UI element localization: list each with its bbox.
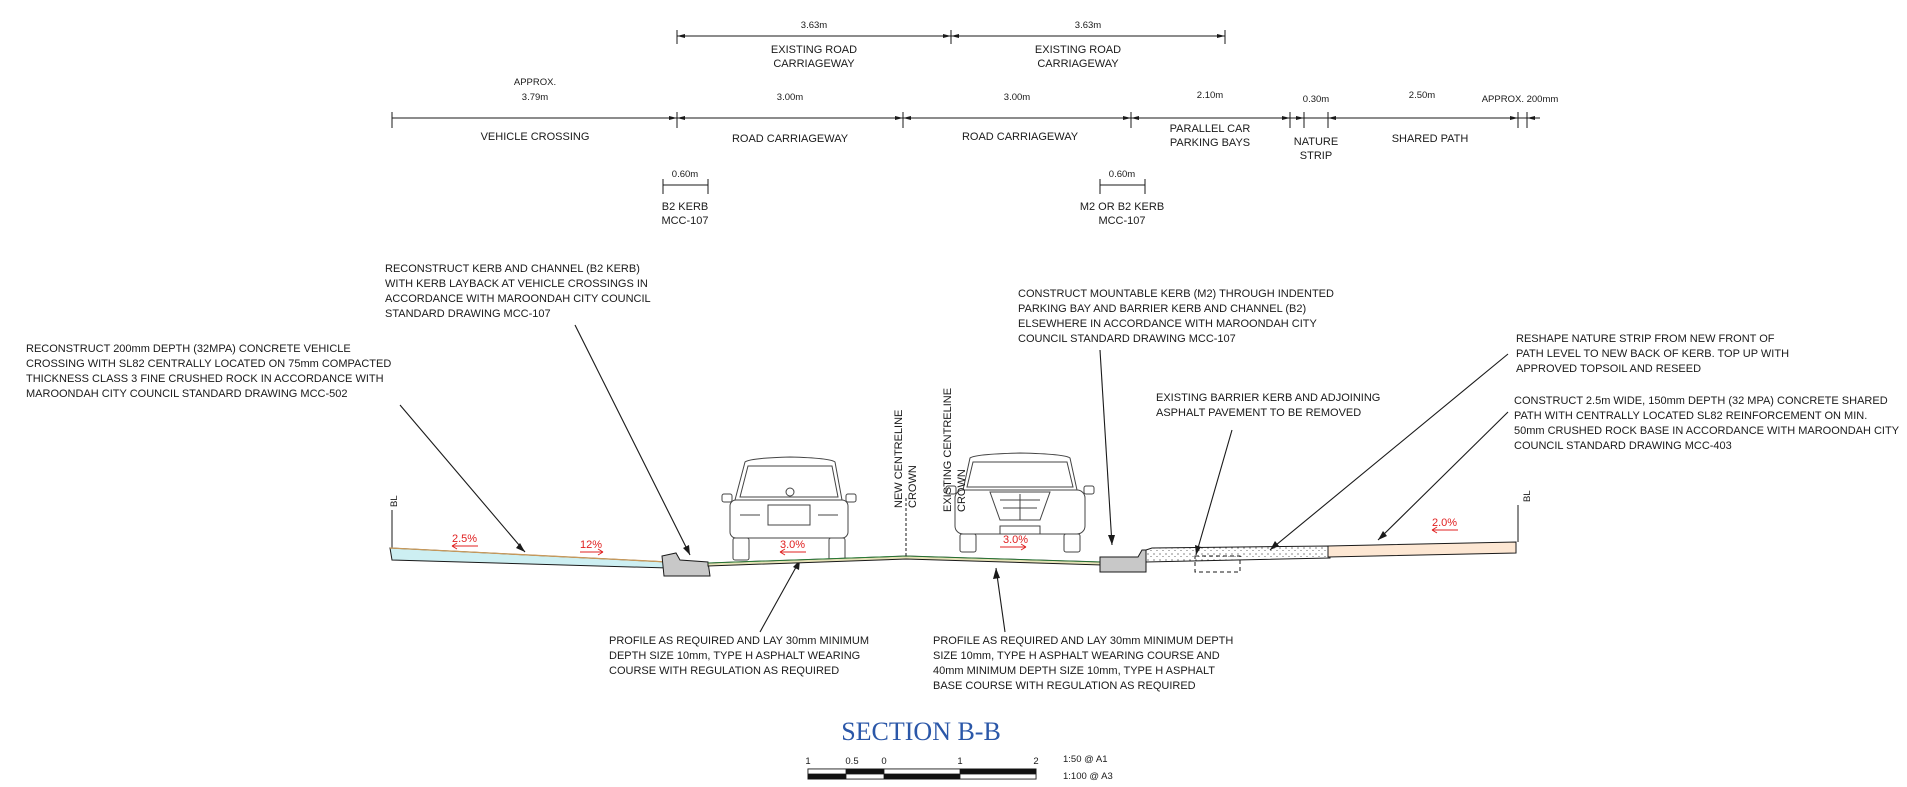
main-dimension-chain: APPROX. 3.79m 3.00m 3.00m 2.10m 0.30m 2.… bbox=[391, 77, 1559, 162]
svg-text:RECONSTRUCT 200mm DEPTH (32MPA: RECONSTRUCT 200mm DEPTH (32MPA) CONCRETE… bbox=[26, 343, 351, 355]
scale-bar: 1 0.5 0 1 2 1:50 @ A1 1:100 @ A3 bbox=[805, 754, 1112, 782]
svg-text:MAROONDAH CITY COUNCIL STANDAR: MAROONDAH CITY COUNCIL STANDARD DRAWING … bbox=[26, 388, 347, 400]
shared-path-slab bbox=[1327, 541, 1517, 558]
label-existing-road-left-2: CARRIAGEWAY bbox=[773, 58, 855, 70]
svg-text:COUNCIL STANDARD DRAWING MCC-1: COUNCIL STANDARD DRAWING MCC-107 bbox=[1018, 333, 1236, 345]
grade-road-right: 3.0% bbox=[1003, 534, 1028, 546]
grade-crossing-1: 2.5% bbox=[452, 533, 477, 545]
svg-text:50mm CRUSHED ROCK BASE IN ACCO: 50mm CRUSHED ROCK BASE IN ACCORDANCE WIT… bbox=[1514, 425, 1900, 437]
svg-text:ASPHALT PAVEMENT TO BE REMOVED: ASPHALT PAVEMENT TO BE REMOVED bbox=[1156, 407, 1361, 419]
grade-labels: 2.5% 12% 3.0% 3.0% 2.0% bbox=[451, 517, 1458, 556]
svg-text:THICKNESS CLASS 3 FINE CRUSHED: THICKNESS CLASS 3 FINE CRUSHED ROCK IN A… bbox=[26, 373, 384, 385]
kerb-right-shape bbox=[1099, 549, 1147, 573]
car-left-illustration bbox=[721, 456, 857, 561]
label-new-centreline-2: CROWN bbox=[907, 465, 919, 508]
note-shared-path: CONSTRUCT 2.5m WIDE, 150mm DEPTH (32 MPA… bbox=[1514, 395, 1900, 452]
svg-text:CONSTRUCT MOUNTABLE KERB (M2): CONSTRUCT MOUNTABLE KERB (M2) THROUGH IN… bbox=[1018, 288, 1334, 300]
kerb-dimensions: 0.60m B2 KERB MCC-107 0.60m M2 OR B2 KER… bbox=[661, 169, 1164, 227]
svg-text:DEPTH SIZE 10mm, TYPE H ASPHAL: DEPTH SIZE 10mm, TYPE H ASPHALT WEARING bbox=[609, 650, 860, 662]
svg-text:40mm MINIMUM DEPTH SIZE 10mm,: 40mm MINIMUM DEPTH SIZE 10mm, TYPE H ASP… bbox=[933, 665, 1215, 677]
car-right-illustration bbox=[945, 452, 1095, 553]
grade-shared-path: 2.0% bbox=[1432, 517, 1457, 529]
label-kerb-right-1: M2 OR B2 KERB bbox=[1080, 201, 1164, 213]
label-shared-path: SHARED PATH bbox=[1392, 133, 1469, 145]
svg-text:COURSE WITH REGULATION AS REQU: COURSE WITH REGULATION AS REQUIRED bbox=[609, 665, 839, 677]
svg-text:BASE COURSE WITH REGULATION AS: BASE COURSE WITH REGULATION AS REQUIRED bbox=[933, 680, 1196, 692]
dim-shared-path: 2.50m bbox=[1409, 90, 1435, 101]
dim-top-left-width: 3.63m bbox=[801, 20, 827, 31]
label-road-carriageway-left: ROAD CARRIAGEWAY bbox=[732, 133, 849, 145]
label-existing-road-right-2: CARRIAGEWAY bbox=[1037, 58, 1119, 70]
scale-tick-0: 0 bbox=[881, 756, 886, 767]
label-kerb-right-2: MCC-107 bbox=[1098, 215, 1145, 227]
dim-vehicle-crossing: 3.79m bbox=[522, 92, 548, 103]
note-kerb-channel: RECONSTRUCT KERB AND CHANNEL (B2 KERB) W… bbox=[385, 263, 651, 320]
svg-text:WITH KERB LAYBACK AT VEHICLE C: WITH KERB LAYBACK AT VEHICLE CROSSINGS I… bbox=[385, 278, 648, 290]
svg-text:ACCORDANCE WITH MAROONDAH CITY: ACCORDANCE WITH MAROONDAH CITY COUNCIL bbox=[385, 293, 651, 305]
road-profile: BL NEW CENTRELINE CROWN EXISTING CENTREL… bbox=[389, 388, 1533, 577]
note-mountable-kerb: CONSTRUCT MOUNTABLE KERB (M2) THROUGH IN… bbox=[1018, 288, 1334, 345]
label-bl-right: BL bbox=[1522, 490, 1533, 502]
grade-crossing-2: 12% bbox=[580, 539, 602, 551]
dim-kerb-right: 0.60m bbox=[1109, 169, 1135, 180]
label-bl-left: BL bbox=[389, 495, 400, 507]
dim-top-right-width: 3.63m bbox=[1075, 20, 1101, 31]
dim-nature-strip: 0.30m bbox=[1303, 94, 1329, 105]
svg-text:PROFILE AS REQUIRED AND LAY 30: PROFILE AS REQUIRED AND LAY 30mm MINIMUM… bbox=[933, 635, 1233, 647]
existing-kerb-removal bbox=[1194, 555, 1241, 573]
label-road-carriageway-right: ROAD CARRIAGEWAY bbox=[962, 131, 1079, 143]
note-profile-right: PROFILE AS REQUIRED AND LAY 30mm MINIMUM… bbox=[933, 635, 1233, 692]
scale-tick-1b: 1 bbox=[957, 756, 962, 767]
label-existing-road-left-1: EXISTING ROAD bbox=[771, 44, 857, 56]
svg-text:RESHAPE NATURE STRIP FROM NEW: RESHAPE NATURE STRIP FROM NEW FRONT OF bbox=[1516, 333, 1775, 345]
nature-strip-topsoil bbox=[1145, 545, 1331, 563]
section-title: SECTION B-B bbox=[841, 717, 1001, 746]
svg-text:COUNCIL STANDARD DRAWING MCC-4: COUNCIL STANDARD DRAWING MCC-403 bbox=[1514, 440, 1732, 452]
label-parking-1: PARALLEL CAR bbox=[1170, 123, 1251, 135]
svg-text:ELSEWHERE IN ACCORDANCE WITH M: ELSEWHERE IN ACCORDANCE WITH MAROONDAH C… bbox=[1018, 318, 1318, 330]
label-kerb-left-1: B2 KERB bbox=[662, 201, 708, 213]
svg-text:PARKING BAY AND BARRIER KERB A: PARKING BAY AND BARRIER KERB AND CHANNEL… bbox=[1018, 303, 1306, 315]
top-dimension-chain: 3.63m 3.63m EXISTING ROAD CARRIAGEWAY EX… bbox=[676, 20, 1226, 70]
note-nature-strip: RESHAPE NATURE STRIP FROM NEW FRONT OF P… bbox=[1516, 333, 1789, 375]
svg-text:PROFILE AS REQUIRED AND LAY 30: PROFILE AS REQUIRED AND LAY 30mm MINIMUM bbox=[609, 635, 869, 647]
dim-approx-end: APPROX. 200mm bbox=[1482, 94, 1559, 105]
grade-road-left: 3.0% bbox=[780, 539, 805, 551]
leader-lines bbox=[399, 324, 1509, 633]
label-kerb-left-2: MCC-107 bbox=[661, 215, 708, 227]
scale-tick-1: 1 bbox=[805, 756, 810, 767]
label-parking-2: PARKING BAYS bbox=[1170, 137, 1250, 149]
label-new-centreline-1: NEW CENTRELINE bbox=[893, 410, 905, 508]
scale-tick-2: 2 bbox=[1033, 756, 1038, 767]
kerb-left-shape bbox=[661, 552, 711, 577]
svg-text:CONSTRUCT 2.5m WIDE, 150mm DEP: CONSTRUCT 2.5m WIDE, 150mm DEPTH (32 MPA… bbox=[1514, 395, 1888, 407]
vehicle-crossing-slab bbox=[389, 547, 669, 569]
dim-road-right: 3.00m bbox=[1004, 92, 1030, 103]
label-existing-centreline-2: CROWN bbox=[956, 469, 968, 512]
label-approx: APPROX. bbox=[514, 77, 556, 88]
label-nature-strip-2: STRIP bbox=[1300, 150, 1332, 162]
dim-parking: 2.10m bbox=[1197, 90, 1223, 101]
scale-tick-0-5: 0.5 bbox=[845, 756, 858, 767]
svg-text:APPROVED TOPSOIL AND RESEED: APPROVED TOPSOIL AND RESEED bbox=[1516, 363, 1701, 375]
note-vehicle-crossing: RECONSTRUCT 200mm DEPTH (32MPA) CONCRETE… bbox=[26, 343, 391, 400]
svg-text:SIZE 10mm, TYPE H ASPHALT WEAR: SIZE 10mm, TYPE H ASPHALT WEARING COURSE… bbox=[933, 650, 1220, 662]
label-vehicle-crossing: VEHICLE CROSSING bbox=[481, 131, 590, 143]
label-nature-strip-1: NATURE bbox=[1294, 136, 1338, 148]
svg-text:CROSSING WITH SL82 CENTRALLY L: CROSSING WITH SL82 CENTRALLY LOCATED ON … bbox=[26, 358, 391, 370]
svg-text:PATH WITH CENTRALLY LOCATED SL: PATH WITH CENTRALLY LOCATED SL82 REINFOR… bbox=[1514, 410, 1867, 422]
svg-text:STANDARD DRAWING MCC-107: STANDARD DRAWING MCC-107 bbox=[385, 308, 551, 320]
svg-text:RECONSTRUCT KERB AND CHANNEL (: RECONSTRUCT KERB AND CHANNEL (B2 KERB) bbox=[385, 263, 640, 275]
dim-road-left: 3.00m bbox=[777, 92, 803, 103]
note-profile-left: PROFILE AS REQUIRED AND LAY 30mm MINIMUM… bbox=[609, 635, 869, 677]
svg-text:EXISTING BARRIER KERB AND ADJO: EXISTING BARRIER KERB AND ADJOINING bbox=[1156, 392, 1380, 404]
note-existing-barrier: EXISTING BARRIER KERB AND ADJOINING ASPH… bbox=[1156, 392, 1380, 419]
label-existing-road-right-1: EXISTING ROAD bbox=[1035, 44, 1121, 56]
svg-text:PATH LEVEL TO NEW BACK OF KERB: PATH LEVEL TO NEW BACK OF KERB. TOP UP W… bbox=[1516, 348, 1789, 360]
scale-a1: 1:50 @ A1 bbox=[1063, 754, 1108, 765]
dim-kerb-left: 0.60m bbox=[672, 169, 698, 180]
scale-a3: 1:100 @ A3 bbox=[1063, 771, 1113, 782]
label-existing-centreline-1: EXISTING CENTRELINE bbox=[942, 388, 954, 512]
